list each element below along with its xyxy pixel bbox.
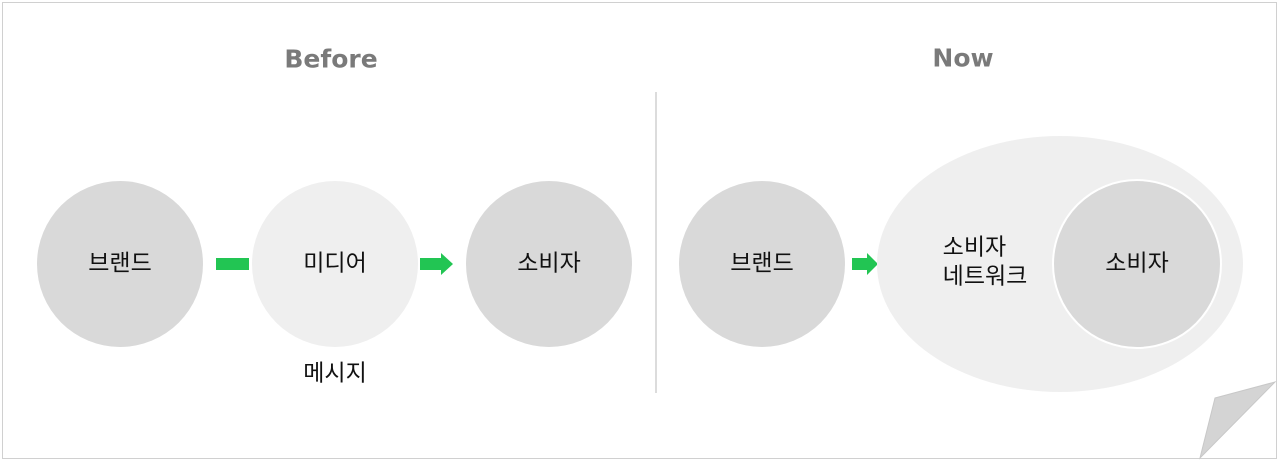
media-circle <box>252 181 418 347</box>
now-title: Now <box>932 43 994 73</box>
consumer-circle-before <box>466 181 632 347</box>
network-line-1: 소비자 <box>942 234 1007 261</box>
consumer-label-before: 소비자 <box>517 250 581 277</box>
consumer-circle-now <box>1052 179 1222 349</box>
network-line-2: 네트워크 <box>942 263 1028 289</box>
brand-label-before: 브랜드 <box>88 250 152 277</box>
consumer-label-now: 소비자 <box>1105 250 1169 277</box>
brand-circle-now <box>679 181 845 347</box>
before-title: Before <box>284 44 378 74</box>
message-label: 메시지 <box>303 360 367 387</box>
connector-bar <box>216 258 249 270</box>
brand-label-now: 브랜드 <box>730 250 794 277</box>
media-label: 미디어 <box>303 250 367 277</box>
arrow-right-icon <box>420 253 453 275</box>
arrow-right-icon <box>852 253 878 275</box>
brand-circle-before <box>37 181 203 347</box>
page-curl <box>1199 381 1277 460</box>
